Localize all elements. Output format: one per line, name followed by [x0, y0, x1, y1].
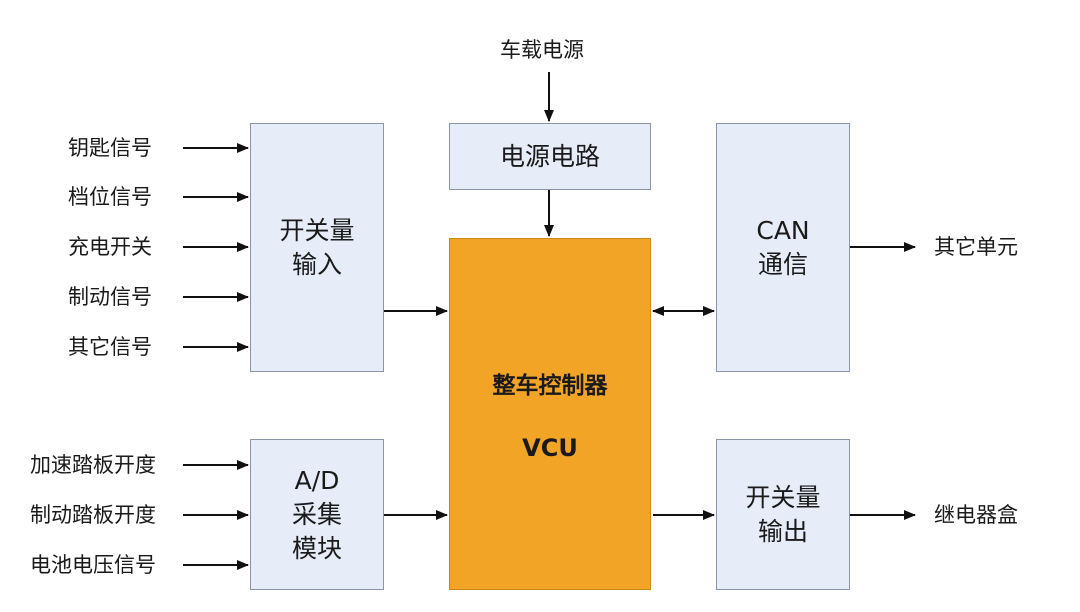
label-analog-signal-2: 制动踏板开度	[30, 503, 156, 527]
ad-module-line-2: 采集	[291, 499, 342, 529]
label-switch-signal-4: 制动信号	[68, 285, 152, 309]
box-ad-module: A/D 采集 模块	[250, 439, 384, 590]
label-switch-signal-1: 钥匙信号	[68, 136, 152, 160]
switch-input-line-2: 输入	[291, 249, 342, 279]
switch-output-line-1: 开关量	[745, 482, 821, 512]
box-power-circuit: 电源电路	[449, 123, 651, 190]
label-switch-signal-3: 充电开关	[68, 235, 152, 259]
box-switch-input: 开关量 输入	[250, 123, 384, 372]
box-power-circuit-label: 电源电路	[499, 141, 600, 171]
label-relay-box: 继电器盒	[934, 503, 1018, 527]
can-line-1: CAN	[756, 215, 810, 245]
label-analog-signal-3: 电池电压信号	[30, 553, 156, 577]
switch-input-line-1: 开关量	[279, 215, 355, 245]
label-other-units: 其它单元	[934, 235, 1018, 259]
can-line-2: 通信	[757, 249, 808, 279]
box-vcu: 整车控制器 VCU	[449, 238, 651, 590]
label-analog-signal-1: 加速踏板开度	[30, 453, 156, 477]
label-vehicle-power: 车载电源	[500, 38, 584, 62]
ad-module-line-1: A/D	[294, 465, 340, 495]
vcu-abbr: VCU	[522, 434, 578, 462]
box-switch-output: 开关量 输出	[716, 439, 850, 590]
switch-output-line-2: 输出	[757, 516, 808, 546]
box-can-communication: CAN 通信	[716, 123, 850, 372]
ad-module-line-3: 模块	[291, 533, 342, 563]
label-switch-signal-5: 其它信号	[68, 335, 152, 359]
vcu-title: 整车控制器	[492, 373, 608, 399]
label-switch-signal-2: 档位信号	[68, 185, 152, 209]
